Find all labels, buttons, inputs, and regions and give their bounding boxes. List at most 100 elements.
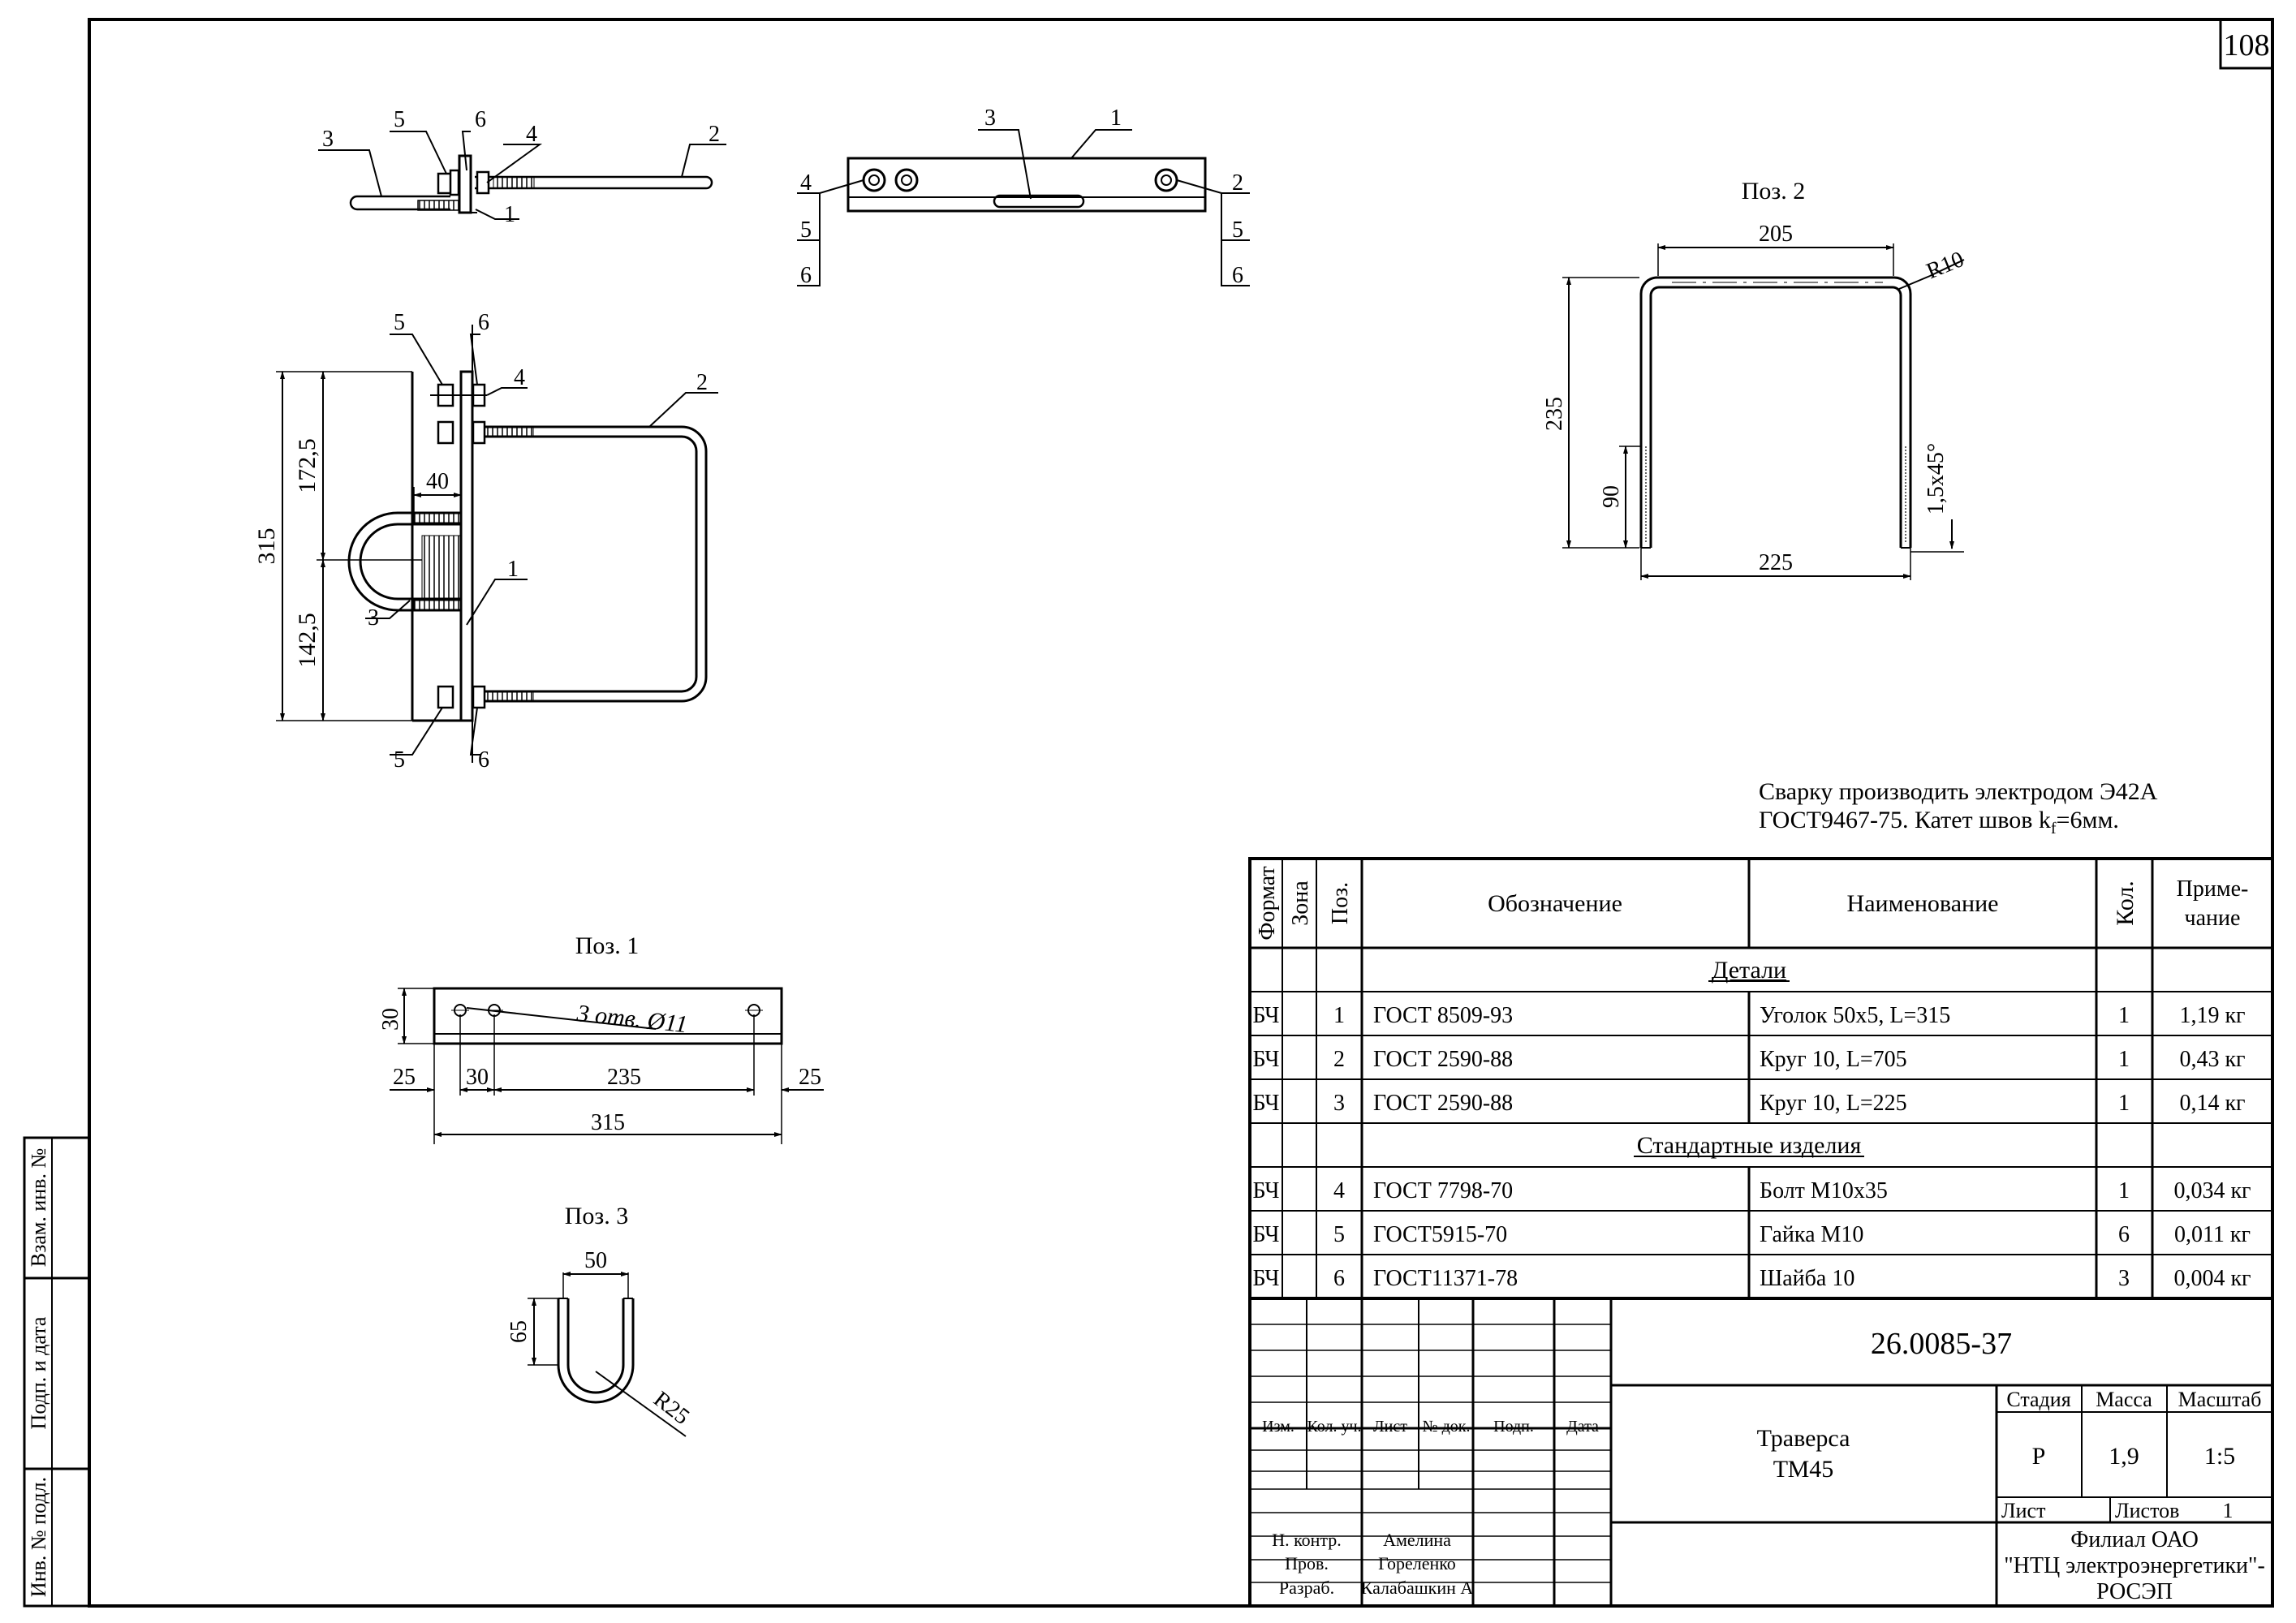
header-name: Наименование [1847, 890, 1999, 917]
callout-label: 6 [478, 747, 489, 773]
header-note-line1: Приме- [2177, 876, 2249, 902]
cell-designation: ГОСТ 2590-88 [1373, 1047, 1513, 1072]
col-header: Подп. [1493, 1418, 1534, 1436]
cell-pos: 2 [1333, 1047, 1345, 1072]
cell-name: Гайка М10 [1760, 1222, 1863, 1247]
cell-format: БЧ [1253, 1091, 1280, 1116]
cell-name: Уголок 50х5, L=315 [1760, 1003, 1950, 1028]
table-row: БЧ 1 ГОСТ 8509-93 Уголок 50х5, L=315 1 1… [1253, 1003, 2246, 1028]
note-line2-suffix: =6мм. [2057, 807, 2119, 833]
cell-name: Болт М10х35 [1760, 1178, 1888, 1203]
org-line3: РОСЭП [2096, 1579, 2173, 1604]
cell-qty: 1 [2118, 1047, 2130, 1072]
header-format: Формат [1255, 866, 1280, 940]
callout-label: 6 [478, 310, 489, 335]
cell-format: БЧ [1253, 1003, 1280, 1028]
callout-label: 4 [526, 122, 537, 147]
table-row: БЧ 4 ГОСТ 7798-70 Болт М10х35 1 0,034 кг [1253, 1178, 2251, 1203]
dim-label: 1,5x45° [1923, 443, 1949, 514]
cell-designation: ГОСТ5915-70 [1373, 1222, 1507, 1247]
cell-qty: 1 [2118, 1178, 2130, 1203]
table-row: БЧ 3 ГОСТ 2590-88 Круг 10, L=225 1 0,14 … [1253, 1091, 2246, 1116]
side-view [276, 325, 718, 763]
cell-qty: 1 [2118, 1091, 2130, 1116]
title-name-line2: ТМ45 [1773, 1456, 1834, 1483]
callout-label: 2 [696, 370, 708, 395]
role-name: Амелина [1383, 1530, 1451, 1550]
callout-label: 1 [507, 557, 519, 582]
cell-note: 0,034 кг [2173, 1178, 2251, 1203]
dim-label: 30 [466, 1065, 489, 1090]
mass-label: Масса [2096, 1388, 2152, 1411]
inv-replace-label: Взам. инв. № [27, 1148, 50, 1268]
spec-table-rows: БЧ 1 ГОСТ 8509-93 Уголок 50х5, L=315 1 1… [1253, 1003, 2251, 1291]
col-header: Лист [1373, 1418, 1407, 1436]
section-parts: Детали [1712, 957, 1786, 984]
sign-date-label: Подп. и дата [27, 1316, 50, 1429]
header-note-line2: чание [2185, 906, 2241, 931]
role-label: Разраб. [1279, 1578, 1334, 1598]
callout-label: 2 [709, 122, 720, 147]
callout-label: 6 [800, 263, 812, 288]
callout-label: 2 [1232, 170, 1243, 196]
doc-number: 26.0085-37 [1871, 1327, 2012, 1361]
title-name-line1: Траверса [1757, 1425, 1850, 1452]
table-row: БЧ 6 ГОСТ11371-78 Шайба 10 3 0,004 кг [1253, 1266, 2251, 1291]
cell-designation: ГОСТ 2590-88 [1373, 1091, 1513, 1116]
cell-name: Шайба 10 [1760, 1266, 1854, 1291]
note-line2-prefix: ГОСТ9467-75. Катет швов k [1759, 807, 2051, 833]
cell-format: БЧ [1253, 1178, 1280, 1203]
header-zone: Зона [1288, 880, 1313, 926]
table-row: БЧ 2 ГОСТ 2590-88 Круг 10, L=705 1 0,43 … [1253, 1047, 2246, 1072]
pos2-drawing [1562, 243, 1965, 580]
callout-label: 3 [322, 127, 334, 152]
dim-label: 315 [591, 1110, 625, 1135]
dim-label: 205 [1759, 222, 1793, 247]
note-line2-sub: f [2051, 820, 2057, 837]
pos1-holes-label: 3 отв. Ø11 [575, 1000, 688, 1038]
col-header: Изм. [1262, 1418, 1294, 1436]
cell-pos: 5 [1333, 1222, 1345, 1247]
cell-note: 0,004 кг [2173, 1266, 2251, 1291]
callout-label: 6 [475, 107, 486, 132]
side-view-labels: 5 6 4 2 1 3 5 6 315 172,5 142,5 40 [253, 310, 708, 773]
inv-orig-label: Инв. № подл. [27, 1477, 50, 1597]
org-line1: Филиал ОАО [2070, 1527, 2199, 1552]
role-label: Н. контр. [1272, 1530, 1342, 1550]
top-view [318, 131, 726, 220]
cell-qty: 3 [2118, 1266, 2130, 1291]
callout-label: 5 [394, 747, 405, 773]
callout-label: 1 [1110, 105, 1122, 131]
pos1-drawing [390, 987, 824, 1144]
callout-label: 5 [394, 310, 405, 335]
role-name: Горeленко [1378, 1553, 1456, 1573]
cell-designation: ГОСТ 8509-93 [1373, 1003, 1513, 1028]
cell-format: БЧ [1253, 1266, 1280, 1291]
cell-pos: 3 [1333, 1091, 1345, 1116]
cell-note: 1,19 кг [2179, 1003, 2245, 1028]
pos1-title: Поз. 1 [575, 932, 640, 959]
dim-label: 225 [1759, 550, 1793, 575]
cell-qty: 1 [2118, 1003, 2130, 1028]
dim-label: 315 [253, 528, 280, 565]
cell-note: 0,43 кг [2179, 1047, 2245, 1072]
col-header: Кол. уч. [1307, 1418, 1361, 1436]
callout-label: 4 [800, 170, 812, 196]
top-view-callouts: 3 5 6 4 2 1 [322, 107, 720, 227]
welding-note-line1: Сварку производить электродом Э42А [1759, 778, 2158, 805]
title-block-roles: Н. контр. Амелина Пров. Горeленко Разраб… [1272, 1530, 1473, 1598]
title-block-revision-headers: Изм. Кол. уч. Лист № док. Подп. Дата [1262, 1418, 1599, 1436]
dim-label: R10 [1923, 247, 1967, 284]
dim-label: 25 [799, 1065, 821, 1090]
mass-value: 1,9 [2109, 1443, 2139, 1470]
sheets-value: 1 [2223, 1499, 2234, 1522]
dim-label: 235 [1542, 397, 1567, 431]
frame [88, 18, 2274, 1608]
callout-label: 3 [368, 605, 379, 631]
section-standard: Стандартные изделия [1637, 1132, 1862, 1159]
pos2-labels: 205 R10 235 90 1,5x45° 225 [1542, 222, 1967, 575]
callout-label: 5 [394, 107, 405, 132]
cell-pos: 1 [1333, 1003, 1345, 1028]
dim-label: 40 [426, 469, 449, 494]
org-line2: "НТЦ электроэнергетики"- [2004, 1553, 2265, 1578]
